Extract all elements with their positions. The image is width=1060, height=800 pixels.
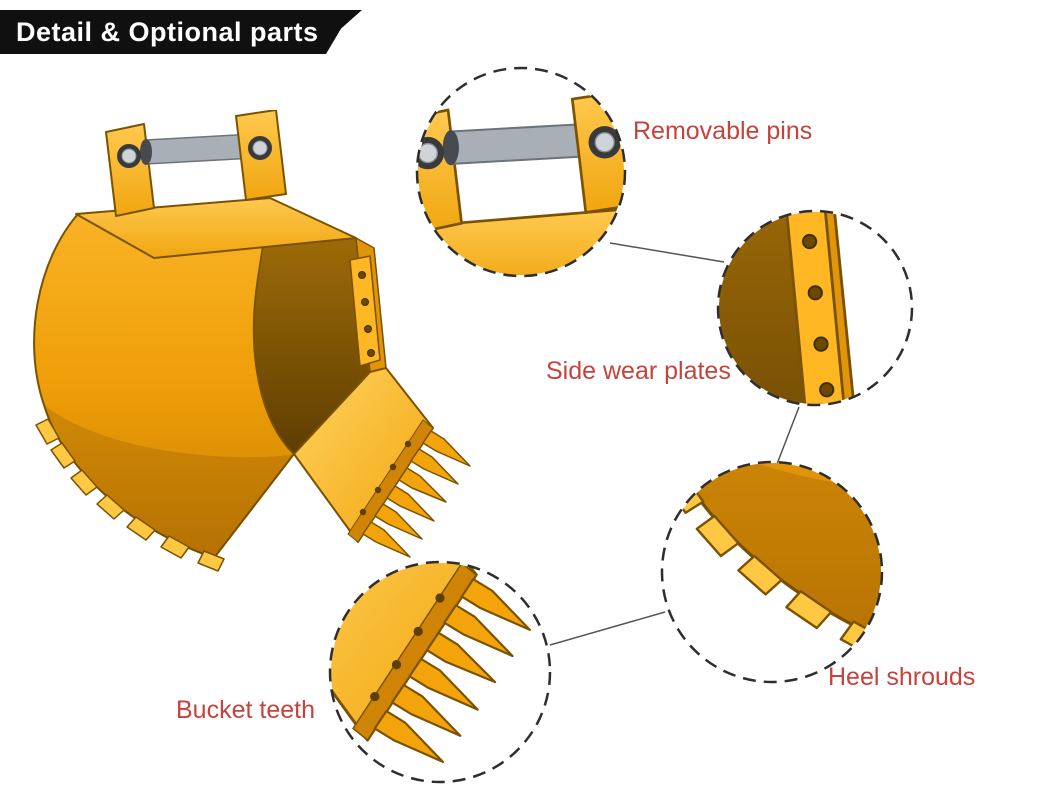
removable-pins-detail-circle	[415, 66, 627, 283]
side-wear-plates-label: Side wear plates	[546, 357, 731, 385]
connector-line-sideplates-to-heel	[776, 406, 800, 465]
dashed-circle-border	[716, 209, 914, 407]
bucket-teeth-detail-circle	[328, 560, 552, 789]
removable-pins-label: Removable pins	[633, 117, 813, 145]
banner-title: Detail & Optional parts	[16, 16, 319, 47]
dashed-circle-border	[328, 560, 552, 784]
dashed-circle-border	[660, 460, 884, 684]
heel-shrouds-label: Heel shrouds	[828, 663, 976, 691]
section-banner: Detail & Optional parts	[0, 10, 352, 54]
heel-shrouds-detail-circle	[660, 460, 884, 689]
bucket-teeth-label: Bucket teeth	[176, 696, 315, 724]
dashed-circle-border	[415, 66, 627, 278]
connector-line-heel-to-teeth	[549, 611, 666, 646]
side-wear-plates-detail-circle	[716, 209, 914, 412]
connector-line-pins-to-sideplates	[609, 242, 725, 263]
